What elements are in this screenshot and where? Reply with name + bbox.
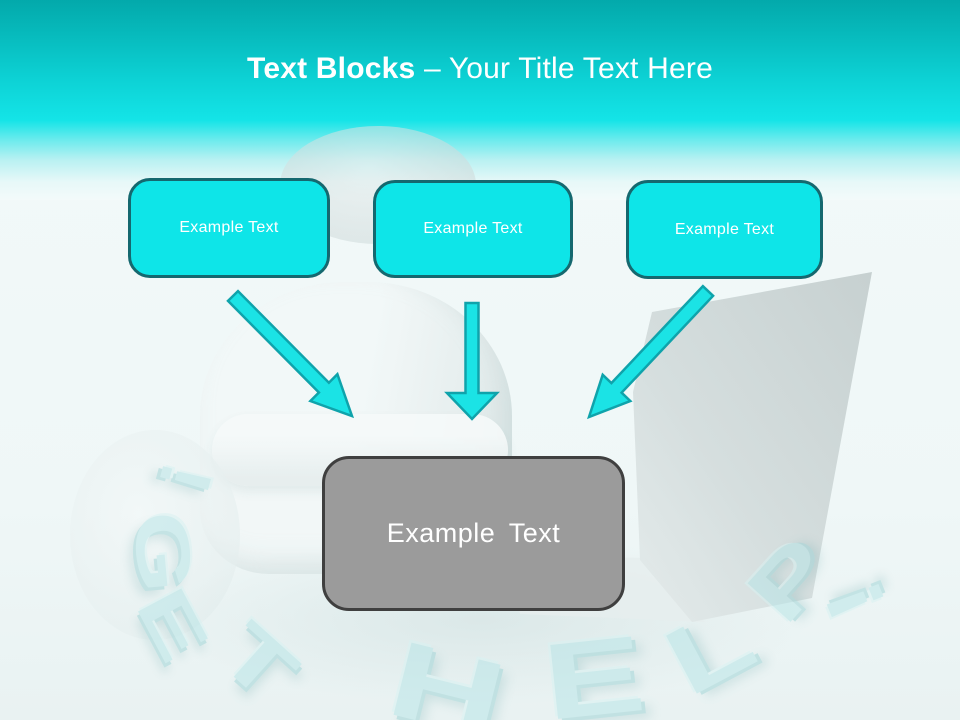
slide-title[interactable]: Text Blocks – Your Title Text Here (0, 52, 960, 86)
floor-letter: ! (143, 454, 228, 502)
arrow-down-icon (444, 301, 500, 421)
header-gradient (0, 0, 960, 200)
title-placeholder: – Your Title Text Here (423, 52, 713, 85)
floor-letter: L (648, 583, 771, 716)
floor-letter: H (377, 617, 517, 720)
result-block[interactable]: Example Text (322, 456, 625, 611)
text-block-2-label: Example Text (423, 220, 523, 237)
text-block-3[interactable]: Example Text (626, 180, 823, 279)
floor-letter: E (120, 575, 224, 675)
floor-letter: ! (807, 568, 904, 632)
floor-letter: E (537, 612, 651, 720)
arrow-down-right-icon (226, 289, 355, 419)
floor-letter: T (201, 605, 315, 719)
text-block-1[interactable]: Example Text (128, 178, 330, 278)
arrow-down-left-icon (586, 284, 715, 420)
text-block-3-label: Example Text (674, 220, 775, 238)
text-block-1-label: Example Text (179, 219, 279, 236)
floor-letter: G (116, 507, 209, 597)
text-block-2[interactable]: Example Text (373, 180, 573, 278)
laptop-lid (633, 272, 872, 622)
floor-letter: P (729, 520, 851, 640)
title-topic: Text Blocks (247, 52, 416, 85)
result-block-label: Example Text (386, 518, 561, 548)
figure-leg (70, 430, 240, 640)
